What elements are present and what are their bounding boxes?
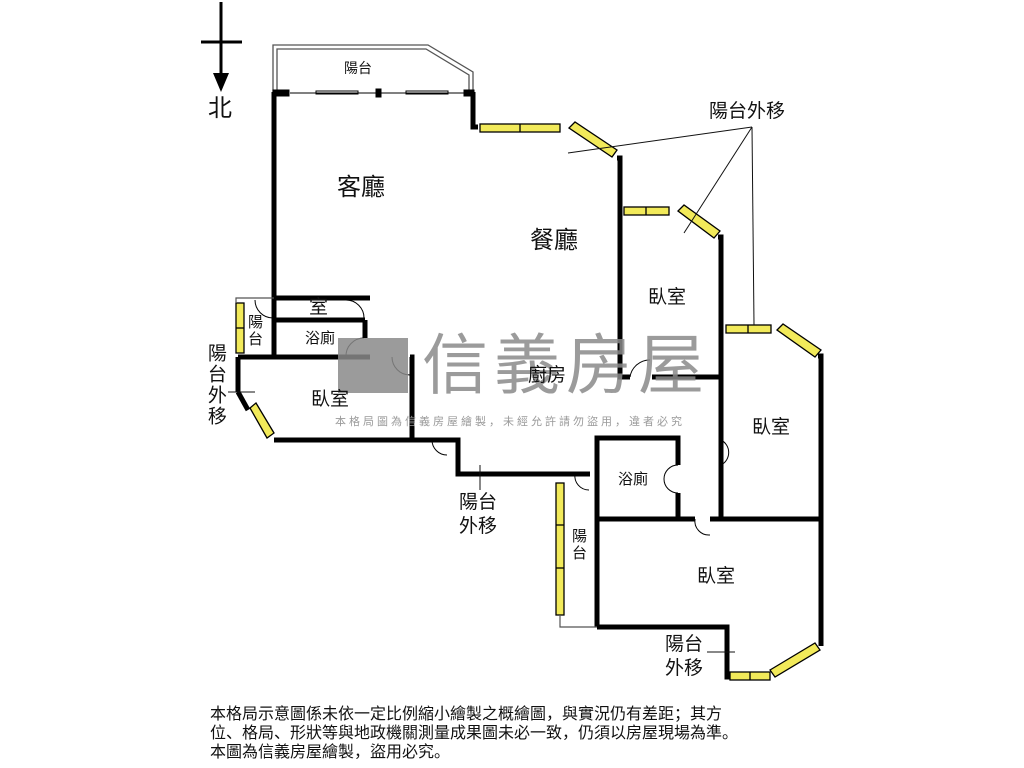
room-bathroom-w: 浴廁 [305, 329, 336, 347]
room-dining: 餐廳 [530, 226, 578, 254]
disclaimer-line-1: 本格局示意圖係未依一定比例縮小繪製之概繪圖，與實況仍有差距；其方 [210, 704, 723, 723]
leader-lines [228, 126, 755, 653]
annotation-balcony-moved-ne: 陽台外移 [709, 100, 786, 122]
sliding-door [272, 88, 475, 98]
room-bedroom-se: 臥室 [697, 565, 736, 587]
watermark-brand: 信義房屋 [422, 327, 710, 404]
room-balcony-top: 陽台 [344, 61, 372, 77]
room-bedroom-e: 臥室 [752, 416, 791, 438]
room-kitchen: 廚房 [528, 364, 567, 386]
room-bathroom-c: 浴廁 [618, 470, 649, 488]
disclaimer-line-3: 本圖為信義房屋繪製，盜用必究。 [210, 742, 451, 761]
brand-logo-icon [338, 338, 408, 393]
room-bedroom-w: 臥室 [311, 388, 350, 410]
disclaimer-line-2: 位、格局、形狀等與地政機關測量成果圖未必一致，仍須以房屋現場為準。 [210, 723, 739, 742]
room-balcony-w-small: 陽台 [246, 314, 264, 348]
room-bedroom-ne: 臥室 [648, 286, 687, 308]
north-arrow-icon [201, 2, 242, 92]
balcony-outlines [235, 297, 597, 628]
room-small: 室 [309, 296, 329, 318]
windows [235, 121, 822, 681]
annotation-balcony-moved-se: 陽台外移 [665, 633, 704, 679]
annotation-balcony-moved-c: 陽台外移 [459, 491, 498, 537]
disclaimer: 本格局示意圖係未依一定比例縮小繪製之概繪圖，與實況仍有差距；其方 位、格局、形狀… [210, 704, 738, 761]
room-balcony-s-small: 陽台 [570, 528, 588, 562]
room-living: 客廳 [337, 173, 385, 201]
north-label: 北 [208, 94, 232, 122]
balcony-outline-top [272, 44, 474, 92]
annotation-balcony-moved-w: 陽台外移 [204, 343, 227, 427]
watermark-notice: 本格局圖為信義房屋繪製，未經允許請勿盜用，違者必究 [335, 415, 685, 428]
